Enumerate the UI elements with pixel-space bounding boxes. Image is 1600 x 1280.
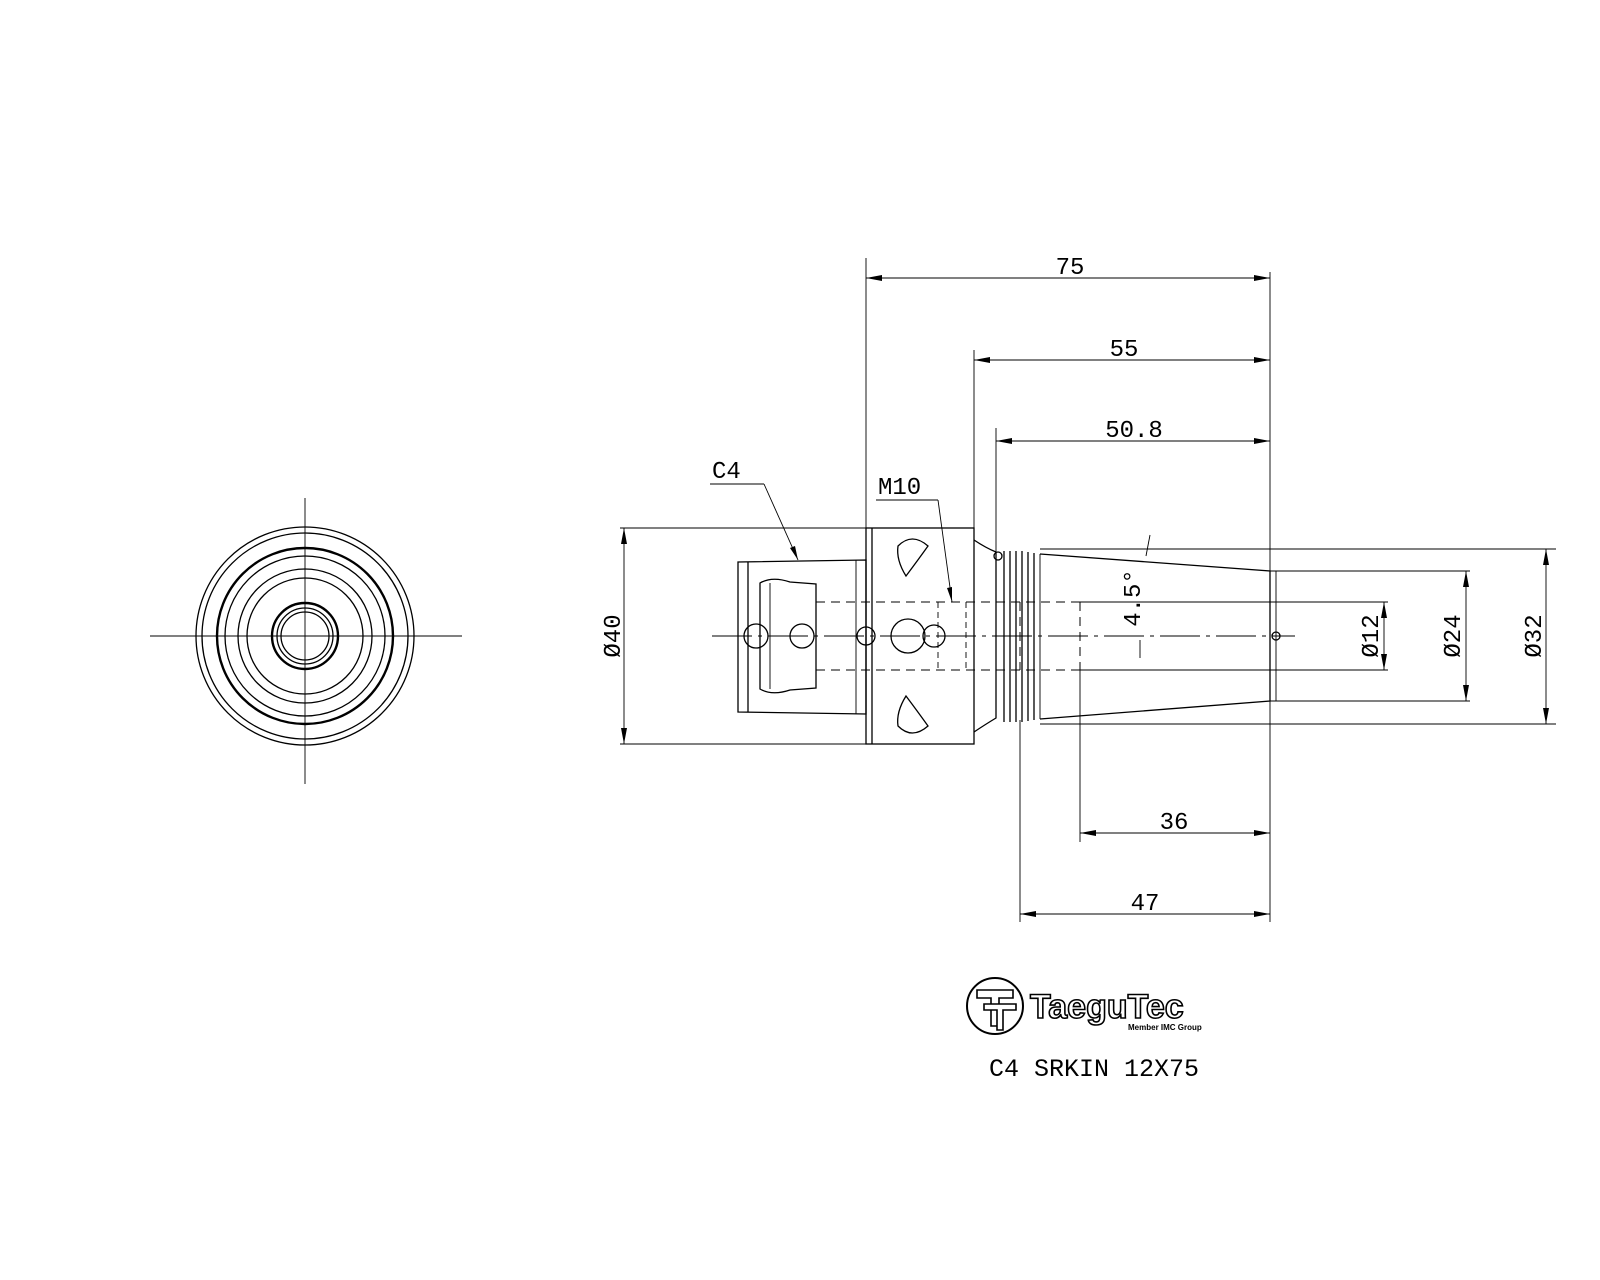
dim-gauge-length: 50.8 [1105, 418, 1163, 445]
flange [865, 527, 975, 745]
flange-drive-hole [890, 618, 926, 654]
shank-neck [973, 539, 997, 733]
dim-bore-diameter: Ø12 [1359, 614, 1386, 657]
callout-coupling-label: C4 [712, 459, 741, 486]
dim-taper-47: 47 [1131, 891, 1160, 918]
logo-tagline: Member IMC Group [1128, 1023, 1202, 1032]
taegutec-logo-mark-icon [966, 977, 1024, 1035]
dim-overall-length: 75 [1056, 255, 1085, 282]
dim-flange-diameter: Ø40 [601, 614, 628, 657]
dim-tip-diameter: Ø24 [1441, 614, 1468, 657]
taper-body [1039, 553, 1271, 720]
side-view [712, 527, 1295, 745]
dim-taper-36: 36 [1160, 810, 1189, 837]
end-view-outer-circle [195, 526, 415, 746]
flange-slot-bottom [897, 694, 929, 734]
end-view-bore-circle [270, 601, 340, 671]
part-number: C4 SRKIN 12X75 [989, 1055, 1199, 1084]
end-view-flange-circle [215, 546, 395, 726]
dim-taper-angle: 4.5° [1121, 569, 1148, 627]
logo-brand-name: TaeguTec [1030, 988, 1184, 1026]
callout-thread-label: M10 [878, 475, 921, 502]
logo: TaeguTec Member IMC Group [966, 977, 1202, 1035]
flange-slot-top [897, 538, 929, 578]
dim-taper-diameter: Ø32 [1522, 614, 1549, 657]
end-view [150, 498, 462, 784]
dim-shank-length: 55 [1110, 337, 1139, 364]
callout-m10-leader [937, 499, 953, 603]
dimensions: 75 55 50.8 36 47 Ø40 Ø12 [601, 255, 1556, 922]
